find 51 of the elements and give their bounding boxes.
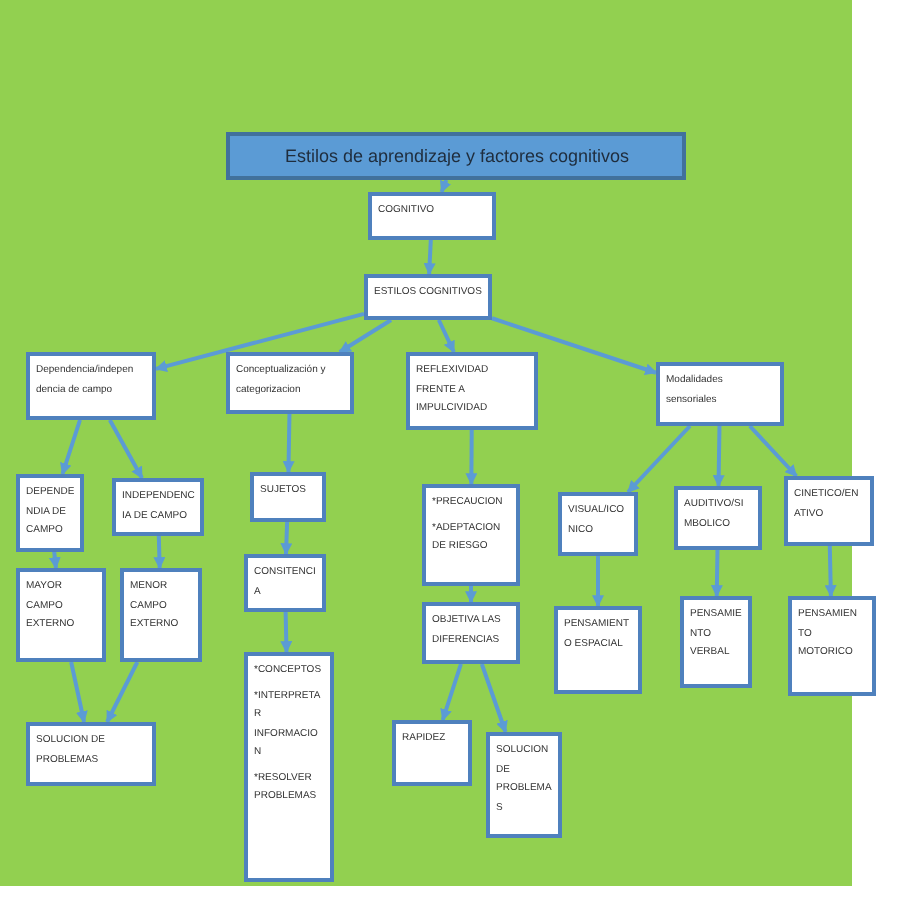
concept-box [422, 602, 520, 664]
concept-box [112, 478, 204, 536]
arrow [282, 413, 295, 474]
concept-box [16, 474, 84, 551]
concept-box [674, 486, 762, 550]
concept-box [680, 596, 752, 688]
arrow [105, 661, 140, 724]
concept-box [392, 720, 472, 786]
arrow [69, 661, 88, 724]
arrow [48, 550, 61, 570]
arrow [710, 549, 723, 598]
arrow [712, 425, 725, 488]
concept-box [656, 362, 784, 426]
title-banner [226, 132, 686, 180]
title-text: Estilos de aprendizaje y factores cognitivos [284, 145, 630, 167]
concept-box [784, 476, 874, 546]
arrow [491, 316, 658, 376]
arrow [60, 419, 82, 476]
arrow [440, 663, 463, 722]
concept-box [244, 652, 334, 882]
arrow [108, 419, 144, 480]
concept-box [368, 192, 496, 240]
arrow [465, 586, 477, 604]
concept-box [250, 472, 326, 522]
arrow [280, 611, 293, 654]
concept-box [226, 352, 354, 414]
arrow [465, 429, 478, 486]
concept-box [120, 568, 202, 662]
arrow [154, 311, 365, 372]
arrow [626, 424, 692, 494]
concept-box [406, 352, 538, 429]
concept-box [558, 492, 638, 556]
arrow [824, 545, 837, 598]
concept-box [788, 596, 876, 696]
concept-box [16, 568, 106, 662]
concept-box [26, 352, 156, 420]
concept-box [364, 274, 492, 320]
arrow [280, 521, 293, 556]
arrow [439, 179, 452, 194]
concept-box [422, 484, 520, 586]
arrow [479, 663, 508, 734]
arrow [423, 239, 436, 276]
arrow [437, 319, 456, 354]
arrow [153, 535, 166, 570]
concept-box [26, 722, 156, 786]
concept-box [486, 732, 562, 838]
arrow [338, 318, 393, 354]
arrow [592, 556, 604, 608]
concept-box [244, 554, 326, 612]
arrow [748, 424, 798, 478]
concept-box [554, 606, 642, 694]
